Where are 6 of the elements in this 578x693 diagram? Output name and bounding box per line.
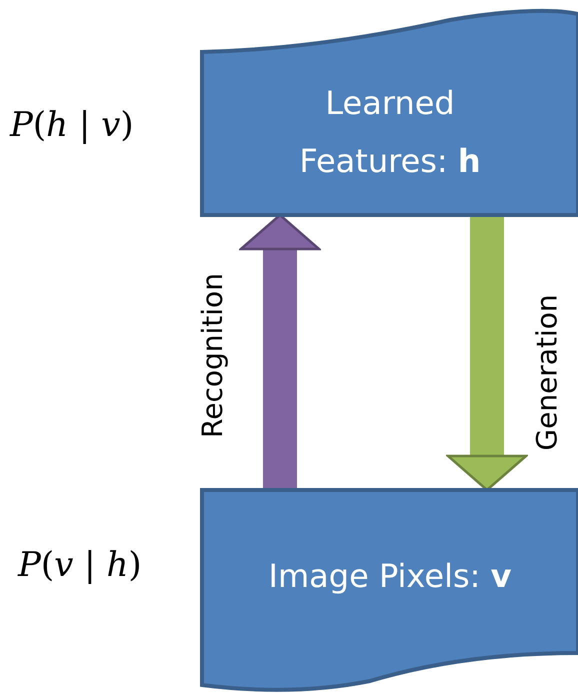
box-label: Learned Features: h [298,83,482,182]
edge-label: Generation [530,294,564,450]
probability-formula: P(v | h) [18,545,142,585]
edge-label: Recognition [195,272,228,438]
box-label: Image Pixels: v [268,556,512,597]
probability-formula: P(h | v) [10,105,134,145]
